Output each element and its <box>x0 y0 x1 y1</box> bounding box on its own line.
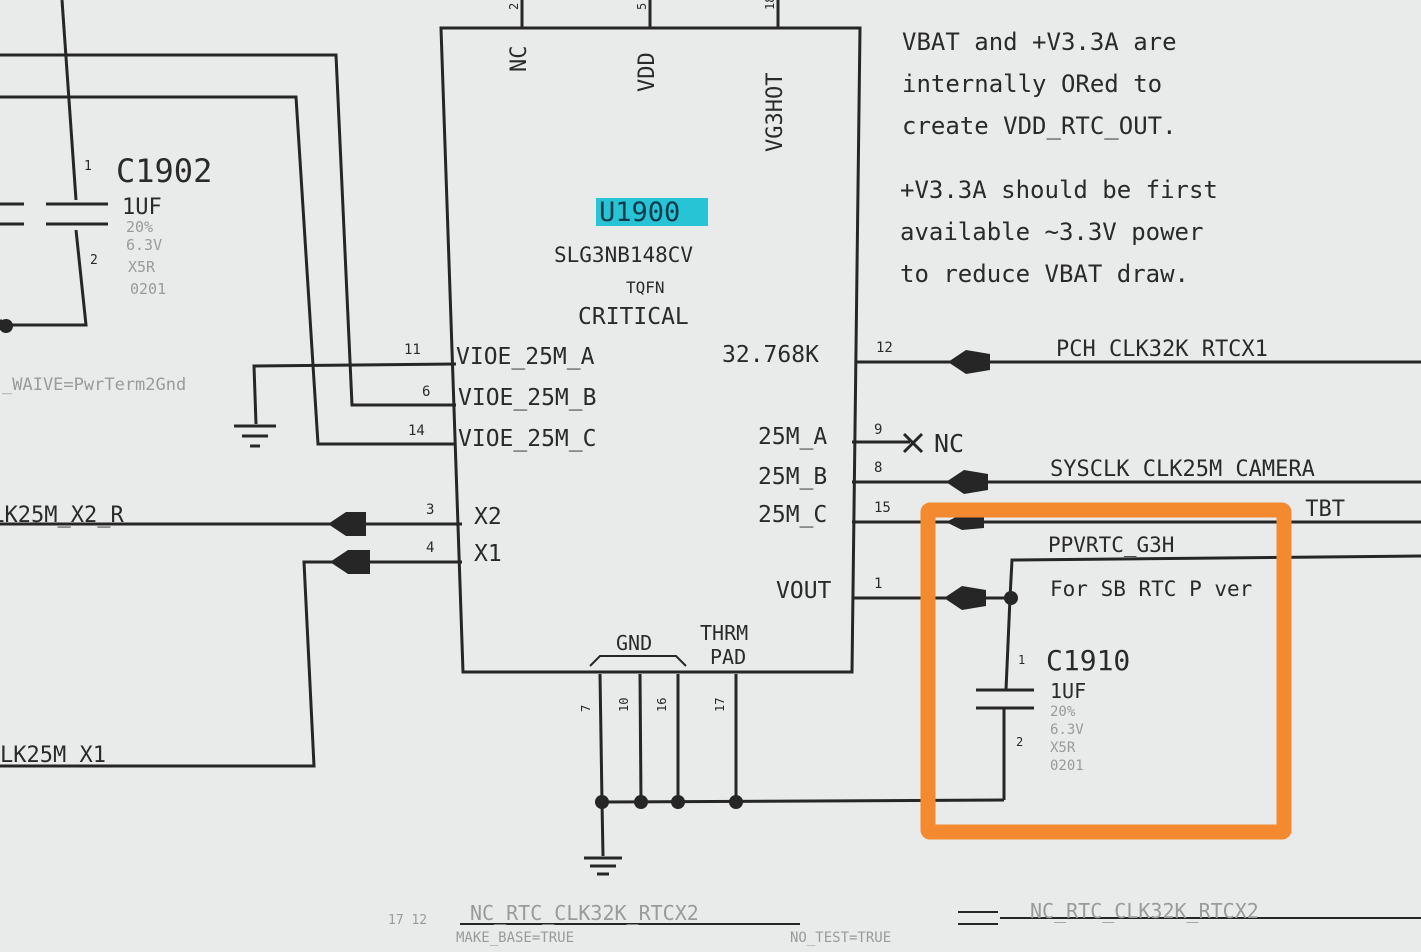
x2-connector-icon <box>328 512 366 536</box>
gnd-label: GND <box>616 631 652 655</box>
pin-num-16: 16 <box>655 698 669 712</box>
pin-num-6: 6 <box>422 384 430 400</box>
c1902-value: 1UF <box>122 195 162 220</box>
pin-num-17: 17 <box>713 698 727 712</box>
bottom-nets: 17 12 NC_RTC_CLK32K_RTCX2 MAKE_BASE=TRUE… <box>388 899 1421 946</box>
pin-num-10: 10 <box>617 698 631 712</box>
pin-num-5: 5 <box>635 3 649 10</box>
c1910-value: 1UF <box>1050 679 1086 703</box>
note-line-1: VBAT and +V3.3A are <box>902 28 1177 56</box>
notes: VBAT and +V3.3A are internally ORed to c… <box>900 28 1218 288</box>
make-base-label: MAKE_BASE=TRUE <box>456 930 574 946</box>
rtc-power-note: For SB RTC P ver <box>1050 577 1252 601</box>
tbt-net: _TBT <box>1292 497 1345 522</box>
x2-net-label: CLK25M_X2_R <box>0 503 124 528</box>
pin-vout: VOUT <box>776 578 832 604</box>
pin-nc-top: NC <box>507 46 532 73</box>
chip-package: TQFN <box>626 278 665 297</box>
note-line-2: internally ORed to <box>902 70 1162 98</box>
pin-vdd: VDD <box>635 52 660 92</box>
tbt-connector-icon <box>946 514 984 530</box>
note-line-3: create VDD_RTC_OUT. <box>902 112 1177 140</box>
pin-num-2: 2 <box>507 3 521 10</box>
pin-num-4: 4 <box>426 540 434 556</box>
chip-flag: CRITICAL <box>578 304 689 330</box>
nc-label: NC <box>934 429 964 458</box>
ground-wiring <box>584 673 1005 876</box>
pin-num-15: 15 <box>874 500 891 516</box>
pin-num-7: 7 <box>579 705 593 712</box>
refdes-highlight <box>596 198 708 226</box>
sysclk-net: SYSCLK_CLK25M_CAMERA <box>1050 457 1315 482</box>
pch-clk-net: PCH_CLK32K_RTCX1 <box>1056 337 1268 362</box>
chip-u1900: NC VDD VG3HOT 2 5 18 U1900 SLG3NB148CV T… <box>404 0 893 712</box>
pin-x1: X1 <box>474 541 502 567</box>
c1902-refdes: C1902 <box>116 152 212 190</box>
pin-25m-c: 25M_C <box>758 502 827 528</box>
note-line-4: +V3.3A should be first <box>900 176 1218 204</box>
pin-num-14: 14 <box>408 423 425 439</box>
vout-junction <box>1004 591 1018 605</box>
bottom-pin-numbers: 17 12 <box>388 913 427 928</box>
chip-refdes: U1900 <box>599 197 680 228</box>
c1902-pin1: 1 <box>84 159 92 174</box>
c1902-size: 0201 <box>130 280 166 298</box>
c1910-voltage: 6.3V <box>1050 722 1084 738</box>
pch-clk-connector-icon <box>948 350 990 374</box>
pin-num-12: 12 <box>876 340 893 356</box>
ppvrtc-net: PPVRTC_G3H <box>1048 533 1174 557</box>
c1902-voltage: 6.3V <box>126 236 162 254</box>
pin-num-18: 18 <box>763 0 777 10</box>
pin-num-8: 8 <box>874 460 882 476</box>
note-line-5: available ~3.3V power <box>900 218 1203 246</box>
capacitor-c1910: 1 2 C1910 1UF 20% 6.3V X5R 0201 <box>976 644 1130 774</box>
vout-connector-icon <box>944 586 986 610</box>
pin-num-3: 3 <box>426 502 434 518</box>
pin-vg3hot: VG3HOT <box>763 73 788 152</box>
chip-part-number: SLG3NB148CV <box>554 243 693 267</box>
pin-vioe-25m-a: VIOE_25M_A <box>456 344 595 370</box>
c1902-dielectric: X5R <box>128 258 156 276</box>
capacitor-c1902: 1 2 C1902 1UF 20% 6.3V X5R 0201 <box>0 152 212 298</box>
pad-label: PAD <box>710 645 746 669</box>
nc-rtc-net-left: NC_RTC_CLK32K_RTCX2 <box>470 901 699 925</box>
pin-vioe-25m-c: VIOE_25M_C <box>458 426 596 452</box>
pin-num-1: 1 <box>874 576 882 592</box>
pin-25m-b: 25M_B <box>758 464 827 490</box>
highlight-box <box>920 502 1292 840</box>
thrm-label: THRM <box>700 621 748 645</box>
c1910-pin1: 1 <box>1018 653 1025 667</box>
pin-vioe-25m-b: VIOE_25M_B <box>458 385 596 411</box>
no-test-label: NO_TEST=TRUE <box>790 930 891 946</box>
pin-num-9: 9 <box>874 422 882 438</box>
x1-net-label: LK25M_X1 <box>0 743 106 768</box>
pin-num-11: 11 <box>404 342 421 358</box>
pin-32-768k: 32.768K <box>722 342 819 368</box>
pin-x2: X2 <box>474 504 502 530</box>
x1-connector-icon <box>330 550 370 574</box>
pin-25m-a: 25M_A <box>758 424 827 450</box>
c1902-pin2: 2 <box>90 253 98 268</box>
nc-cross-icon <box>902 432 924 454</box>
nc-rtc-net-right: NC_RTC_CLK32K_RTCX2 <box>1030 899 1259 923</box>
c1910-tolerance: 20% <box>1050 704 1076 720</box>
c1910-dielectric: X5R <box>1050 740 1076 756</box>
c1902-tolerance: 20% <box>126 218 153 236</box>
c1910-refdes: C1910 <box>1046 644 1130 677</box>
c1910-pin2: 2 <box>1016 735 1023 749</box>
waive-label: _WAIVE=PwrTerm2Gnd <box>2 375 186 395</box>
sysclk-connector-icon <box>946 470 988 494</box>
note-line-6: to reduce VBAT draw. <box>900 260 1189 288</box>
left-wiring <box>0 0 780 768</box>
c1910-size: 0201 <box>1050 758 1084 774</box>
